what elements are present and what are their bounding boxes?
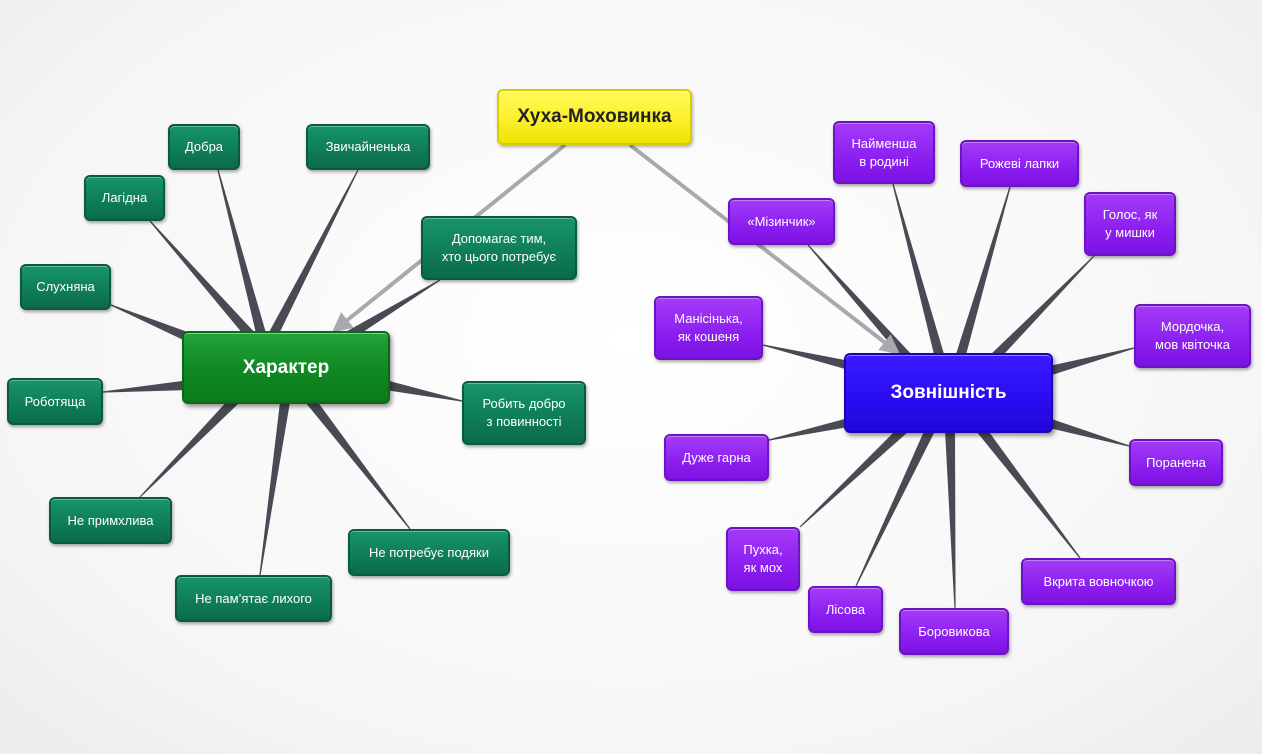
look-forest[interactable]: Лісова: [808, 586, 883, 633]
trait-forgives[interactable]: Не пам’ятає лихого: [175, 575, 332, 622]
trait-ordinary[interactable]: Звичайненька: [306, 124, 430, 170]
hub-character[interactable]: Характер: [182, 331, 390, 404]
spoke-forgives: [259, 401, 290, 576]
look-beautiful[interactable]: Дуже гарна: [664, 434, 769, 481]
arrow-root-to-appearance: [628, 143, 901, 355]
spoke-mizynchyk: [807, 244, 914, 364]
look-wounded[interactable]: Поранена: [1129, 439, 1223, 486]
trait-not-capricious[interactable]: Не примхлива: [49, 497, 172, 544]
spoke-helps: [342, 279, 441, 343]
spoke-wounded: [1043, 417, 1130, 447]
spoke-hardworking: [103, 380, 191, 393]
spoke-kind: [217, 169, 267, 339]
spoke-beautiful: [768, 415, 862, 441]
trait-no-thanks[interactable]: Не потребує подяки: [348, 529, 510, 576]
look-smallest[interactable]: Найменша в родині: [833, 121, 935, 184]
root-node[interactable]: Хуха-Моховинка: [497, 89, 692, 145]
spoke-no-thanks: [306, 396, 411, 530]
look-flower-face[interactable]: Мордочка, мов квіточка: [1134, 304, 1251, 368]
spoke-mouse-voice: [986, 255, 1095, 366]
trait-hardworking[interactable]: Роботяща: [7, 378, 103, 425]
spoke-pink-paws: [955, 186, 1011, 360]
look-mizynchyk[interactable]: «Мізинчик»: [728, 198, 835, 245]
spoke-ordinary: [267, 169, 359, 340]
look-woolly[interactable]: Вкрита вовночкою: [1021, 558, 1176, 605]
spoke-woolly: [976, 425, 1081, 559]
spoke-not-capricious: [139, 396, 239, 498]
spoke-boletus: [945, 429, 956, 608]
look-pink-paws[interactable]: Рожеві лапки: [960, 140, 1079, 187]
trait-gentle[interactable]: Лагідна: [84, 175, 165, 221]
spoke-flower-face: [1043, 347, 1135, 377]
spoke-tiny-kitten: [762, 344, 862, 373]
look-tiny-kitten[interactable]: Манісінька, як кошеня: [654, 296, 763, 360]
trait-obedient[interactable]: Слухняна: [20, 264, 111, 310]
trait-does-good[interactable]: Робить добро з повинності: [462, 381, 586, 445]
spoke-does-good: [384, 380, 463, 402]
spoke-forest: [855, 427, 935, 587]
spoke-gentle: [149, 220, 256, 341]
spoke-fluffy-moss: [799, 424, 909, 528]
look-boletus[interactable]: Боровикова: [899, 608, 1009, 655]
spoke-obedient: [110, 304, 197, 345]
trait-kind[interactable]: Добра: [168, 124, 240, 170]
trait-helps[interactable]: Допомагає тим, хто цього потребує: [421, 216, 577, 280]
spoke-smallest: [892, 183, 945, 360]
look-mouse-voice[interactable]: Голос, як у мишки: [1084, 192, 1176, 256]
hub-appearance[interactable]: Зовнішність: [844, 353, 1053, 433]
look-fluffy-moss[interactable]: Пухка, як мох: [726, 527, 800, 591]
